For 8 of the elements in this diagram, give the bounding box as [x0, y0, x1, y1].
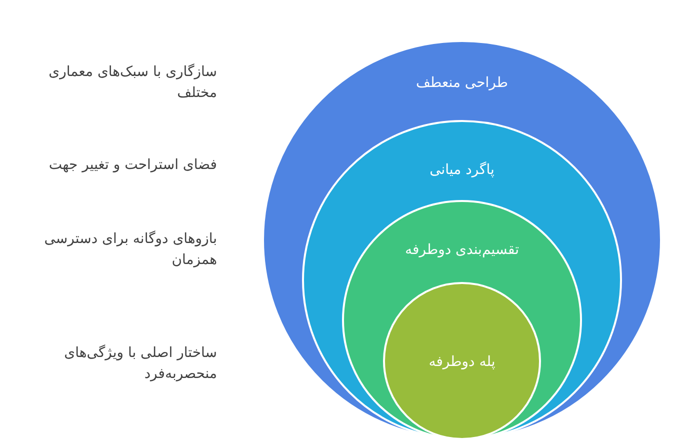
side-note: فضای استراحت و تغییر جهت — [48, 156, 217, 175]
circle-label: پاگرد میانی — [428, 161, 496, 179]
circle-label: تقسیم‌بندی دوطرفه — [404, 241, 520, 259]
side-note: بازوهای دوگانه برای دسترسی همزمان — [43, 230, 217, 270]
side-note: سازگاری با سبک‌های معماری مختلف — [48, 62, 217, 103]
side-note: ساختار اصلی با ویژگی‌های منحصربه‌فرد — [63, 344, 217, 384]
circle-label: طراحی منعطف — [415, 74, 509, 92]
circle-label: پله دوطرفه — [428, 353, 496, 371]
